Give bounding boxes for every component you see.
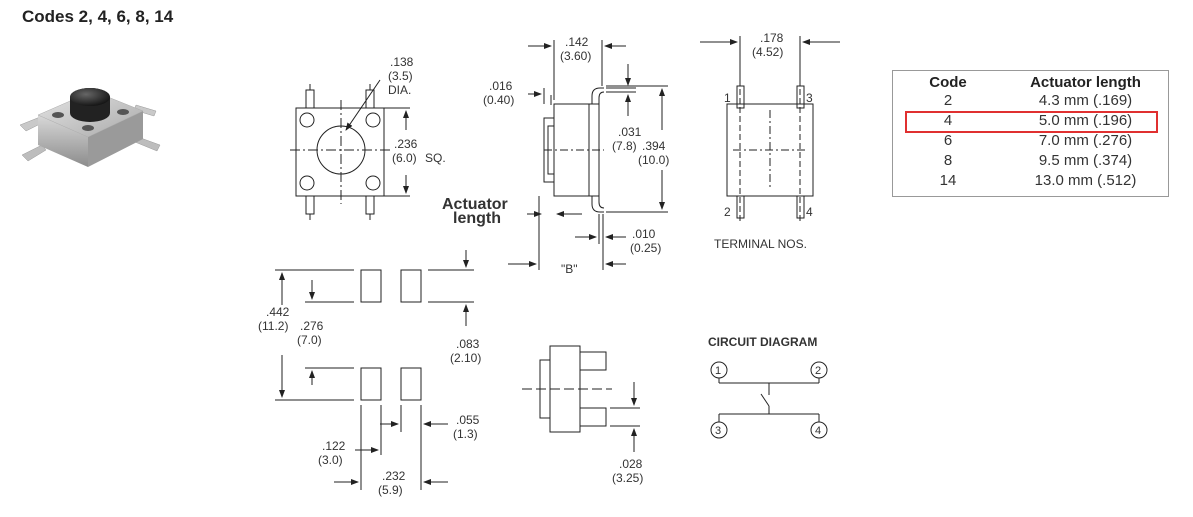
dia-value: .138	[390, 55, 414, 69]
pcb-footprint	[275, 250, 474, 490]
sq-value: .236	[394, 137, 418, 151]
inner-metric: (7.0)	[297, 333, 322, 347]
terminal-view	[700, 36, 840, 224]
table-row: 2 4.3 mm (.169)	[893, 91, 1168, 111]
terminal-caption: TERMINAL NOS.	[714, 237, 807, 251]
cell-length: 4.3 mm (.169)	[1038, 92, 1133, 109]
outer-metric: (11.2)	[258, 319, 288, 333]
gap-value: .028	[619, 457, 643, 471]
lead-metric: (0.40)	[483, 93, 514, 107]
terminal-num-4: 4	[806, 205, 813, 219]
circuit-diagram	[710, 361, 828, 439]
circuit-pin-3: 3	[715, 425, 721, 437]
bottom-side-view	[522, 345, 640, 452]
pad-h-metric: (2.10)	[450, 351, 481, 365]
width-value: .142	[565, 35, 589, 49]
pad-w-metric: (1.3)	[453, 427, 478, 441]
top-view	[290, 79, 410, 220]
pitch-value: .122	[322, 439, 346, 453]
thick-metric: (0.25)	[630, 241, 661, 255]
offset-metric: (7.8)	[612, 139, 637, 153]
height-metric: (10.0)	[638, 153, 669, 167]
actuator-code-table: Code Actuator length 2 4.3 mm (.169) 4 5…	[892, 70, 1169, 197]
circuit-pin-4: 4	[815, 425, 821, 437]
pad-w-value: .055	[456, 413, 480, 427]
inner-value: .276	[300, 319, 324, 333]
cell-length: 7.0 mm (.276)	[1038, 132, 1133, 149]
thick-value: .010	[632, 227, 656, 241]
circuit-pin-2: 2	[815, 365, 821, 377]
lead-value: .016	[489, 79, 513, 93]
table-row: 6 7.0 mm (.276)	[893, 131, 1168, 151]
table-row: 14 13.0 mm (.512)	[893, 171, 1168, 191]
sq-label: SQ.	[425, 151, 446, 165]
pitch-metric: (3.0)	[318, 453, 343, 467]
outer-value: .442	[266, 305, 290, 319]
width-metric: (3.60)	[560, 49, 591, 63]
header-code: Code	[929, 74, 967, 91]
cell-code: 4	[943, 112, 953, 129]
gap-metric: (3.25)	[612, 471, 643, 485]
pad-h-value: .083	[456, 337, 480, 351]
cell-code: 6	[943, 132, 953, 149]
switch-photo	[19, 88, 161, 167]
cell-code: 2	[943, 92, 953, 109]
header-actuator-length: Actuator length	[1030, 74, 1141, 91]
circuit-pin-1: 1	[715, 365, 721, 377]
cell-length: 9.5 mm (.374)	[1038, 152, 1133, 169]
terminal-num-2: 2	[724, 205, 731, 219]
circuit-title: CIRCUIT DIAGRAM	[708, 335, 817, 349]
offset-value: .031	[618, 125, 642, 139]
term-width-value: .178	[760, 31, 784, 45]
row-highlight-box	[905, 111, 1158, 133]
table-row: 8 9.5 mm (.374)	[893, 151, 1168, 171]
cell-length: 13.0 mm (.512)	[1034, 172, 1137, 189]
table-row-highlighted: 4 5.0 mm (.196)	[893, 111, 1168, 131]
actuator-label-2: length	[453, 210, 501, 227]
dia-label: DIA.	[388, 83, 411, 97]
height-value: .394	[642, 139, 666, 153]
cell-code: 8	[943, 152, 953, 169]
term-width-metric: (4.52)	[752, 45, 783, 59]
sq-metric: (6.0)	[392, 151, 417, 165]
side-view	[508, 40, 668, 270]
cell-length: 5.0 mm (.196)	[1038, 112, 1133, 129]
cell-code: 14	[939, 172, 957, 189]
dia-metric: (3.5)	[388, 69, 413, 83]
span-metric: (5.9)	[378, 483, 403, 497]
terminal-num-3: 3	[806, 91, 813, 105]
b-label: "B"	[561, 262, 578, 276]
terminal-num-1: 1	[724, 91, 731, 105]
span-value: .232	[382, 469, 406, 483]
page-heading: Codes 2, 4, 6, 8, 14	[22, 7, 174, 26]
actuator-label-1: Actuator	[442, 196, 508, 213]
